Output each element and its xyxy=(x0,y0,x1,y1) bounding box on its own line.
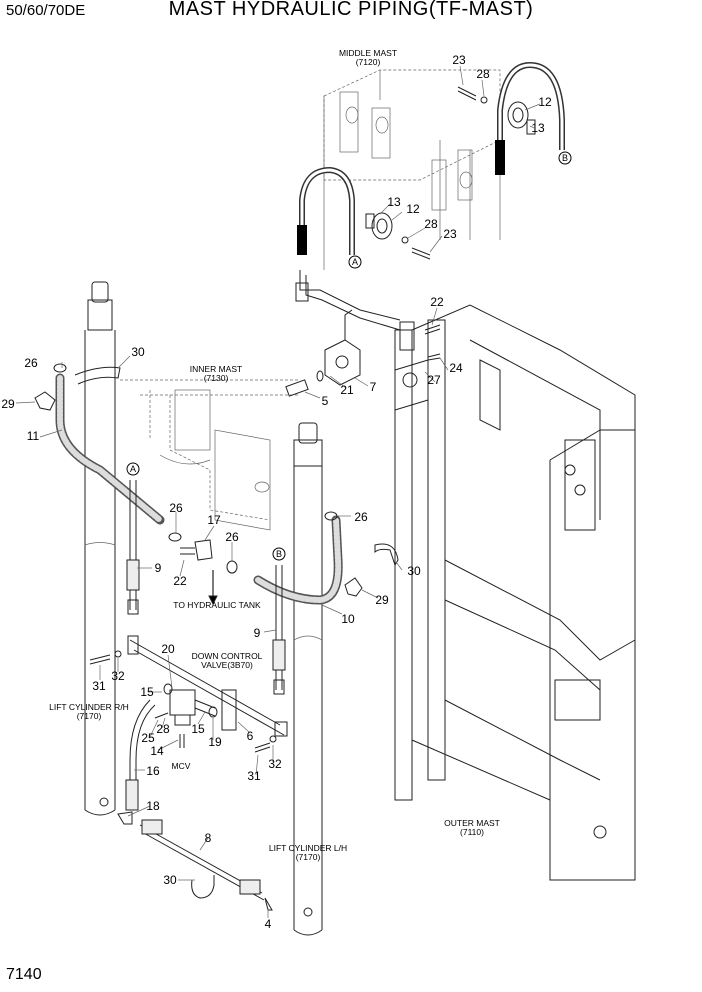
inner-mast-drawing xyxy=(120,379,300,531)
svg-text:30: 30 xyxy=(163,873,177,887)
hose-top-b xyxy=(495,61,565,175)
label-lift-lh-code: (7170) xyxy=(296,852,321,862)
svg-text:11: 11 xyxy=(27,429,40,443)
svg-text:31: 31 xyxy=(92,679,106,693)
svg-text:8: 8 xyxy=(205,831,212,845)
svg-text:21: 21 xyxy=(340,383,354,397)
clamp-29-right xyxy=(344,577,363,597)
lift-cylinder-rh xyxy=(84,281,116,816)
fitting-5 xyxy=(285,379,309,397)
svg-text:26: 26 xyxy=(354,510,368,524)
hose-top-a xyxy=(297,166,355,255)
svg-text:24: 24 xyxy=(449,361,463,375)
clamp-30-right xyxy=(374,543,399,567)
svg-text:23: 23 xyxy=(452,53,466,67)
pipe-9-left xyxy=(126,480,140,615)
svg-text:25: 25 xyxy=(141,731,155,745)
label-lift-rh: LIFT CYLINDER R/H xyxy=(49,702,129,712)
orings xyxy=(53,363,338,743)
flow-divider-7 xyxy=(324,309,361,386)
label-mcv: MCV xyxy=(172,761,191,771)
svg-text:27: 27 xyxy=(427,373,441,387)
pipe-top-manifold xyxy=(295,270,415,351)
svg-text:15: 15 xyxy=(140,685,154,699)
page-title: MAST HYDRAULIC PIPING(TF-MAST) xyxy=(168,0,534,20)
model-code: 50/60/70DE xyxy=(6,2,86,19)
svg-text:31: 31 xyxy=(247,769,261,783)
svg-text:9: 9 xyxy=(155,561,162,575)
label-outer-mast-code: (7110) xyxy=(460,827,484,837)
svg-text:6: 6 xyxy=(247,729,254,743)
label-lift-lh: LIFT CYLINDER L/H xyxy=(269,843,347,853)
hose-10 xyxy=(253,515,343,605)
label-middle-mast: MIDDLE MAST xyxy=(339,48,397,58)
svg-text:B: B xyxy=(276,549,282,559)
svg-text:22: 22 xyxy=(430,295,444,309)
label-middle-mast-code: (7120) xyxy=(356,57,381,67)
svg-text:28: 28 xyxy=(476,67,490,81)
pulleys xyxy=(365,101,536,240)
svg-text:22: 22 xyxy=(173,574,187,588)
connector-a-top: A xyxy=(348,255,362,269)
svg-text:16: 16 xyxy=(146,764,160,778)
pipe-9-right xyxy=(272,565,286,695)
svg-text:14: 14 xyxy=(150,744,164,758)
svg-text:A: A xyxy=(352,257,358,267)
svg-text:28: 28 xyxy=(424,217,438,231)
connector-b-pipe: B xyxy=(272,547,286,561)
svg-text:18: 18 xyxy=(146,799,160,813)
svg-text:23: 23 xyxy=(443,227,457,241)
label-inner-mast-code: (7130) xyxy=(204,373,229,383)
label-down-control: DOWN CONTROL xyxy=(192,651,263,661)
svg-text:17: 17 xyxy=(207,513,221,527)
svg-text:26: 26 xyxy=(24,356,38,370)
svg-text:29: 29 xyxy=(375,593,389,607)
clamp-30-bottom xyxy=(191,875,215,899)
fitting-17 xyxy=(180,539,218,606)
svg-text:28: 28 xyxy=(156,722,170,736)
label-outer-mast: OUTER MAST xyxy=(444,818,500,828)
svg-text:29: 29 xyxy=(1,397,15,411)
pipe-8 xyxy=(139,819,265,901)
label-inner-mast: INNER MAST xyxy=(190,364,242,374)
hose-11 xyxy=(55,373,165,525)
svg-text:4: 4 xyxy=(265,917,272,931)
svg-text:15: 15 xyxy=(191,722,205,736)
connector-b-top: B xyxy=(558,151,572,165)
outer-mast-drawing xyxy=(394,304,636,881)
clamp-30-left xyxy=(74,366,121,385)
svg-text:A: A xyxy=(130,464,136,474)
callouts: 23 28 12 13 13 12 28 23 22 24 27 7 21 5 … xyxy=(1,53,552,931)
svg-text:5: 5 xyxy=(322,394,329,408)
label-down-control-valve: VALVE(3B70) xyxy=(201,660,253,670)
svg-text:7: 7 xyxy=(370,380,377,394)
svg-text:19: 19 xyxy=(208,735,222,749)
bolts xyxy=(89,86,488,911)
svg-text:32: 32 xyxy=(111,669,125,683)
label-lift-rh-code: (7170) xyxy=(77,711,102,721)
svg-text:12: 12 xyxy=(538,95,552,109)
svg-text:9: 9 xyxy=(254,626,261,640)
svg-text:12: 12 xyxy=(406,202,420,216)
svg-text:32: 32 xyxy=(268,757,282,771)
svg-text:30: 30 xyxy=(407,564,421,578)
pipe-16 xyxy=(125,699,156,811)
svg-text:B: B xyxy=(562,153,568,163)
svg-text:20: 20 xyxy=(161,642,175,656)
connector-a-pipe: A xyxy=(126,462,140,476)
lift-cylinder-lh xyxy=(293,422,323,936)
svg-text:26: 26 xyxy=(225,530,239,544)
svg-text:13: 13 xyxy=(387,195,401,209)
label-to-tank: TO HYDRAULIC TANK xyxy=(173,600,261,610)
svg-text:10: 10 xyxy=(341,612,355,626)
svg-text:13: 13 xyxy=(531,121,545,135)
pipe-6 xyxy=(127,635,288,737)
clamp-29-left xyxy=(34,391,56,411)
down-control-valve xyxy=(169,689,216,726)
page-number: 7140 xyxy=(6,966,42,983)
svg-text:30: 30 xyxy=(131,345,145,359)
svg-text:26: 26 xyxy=(169,501,183,515)
